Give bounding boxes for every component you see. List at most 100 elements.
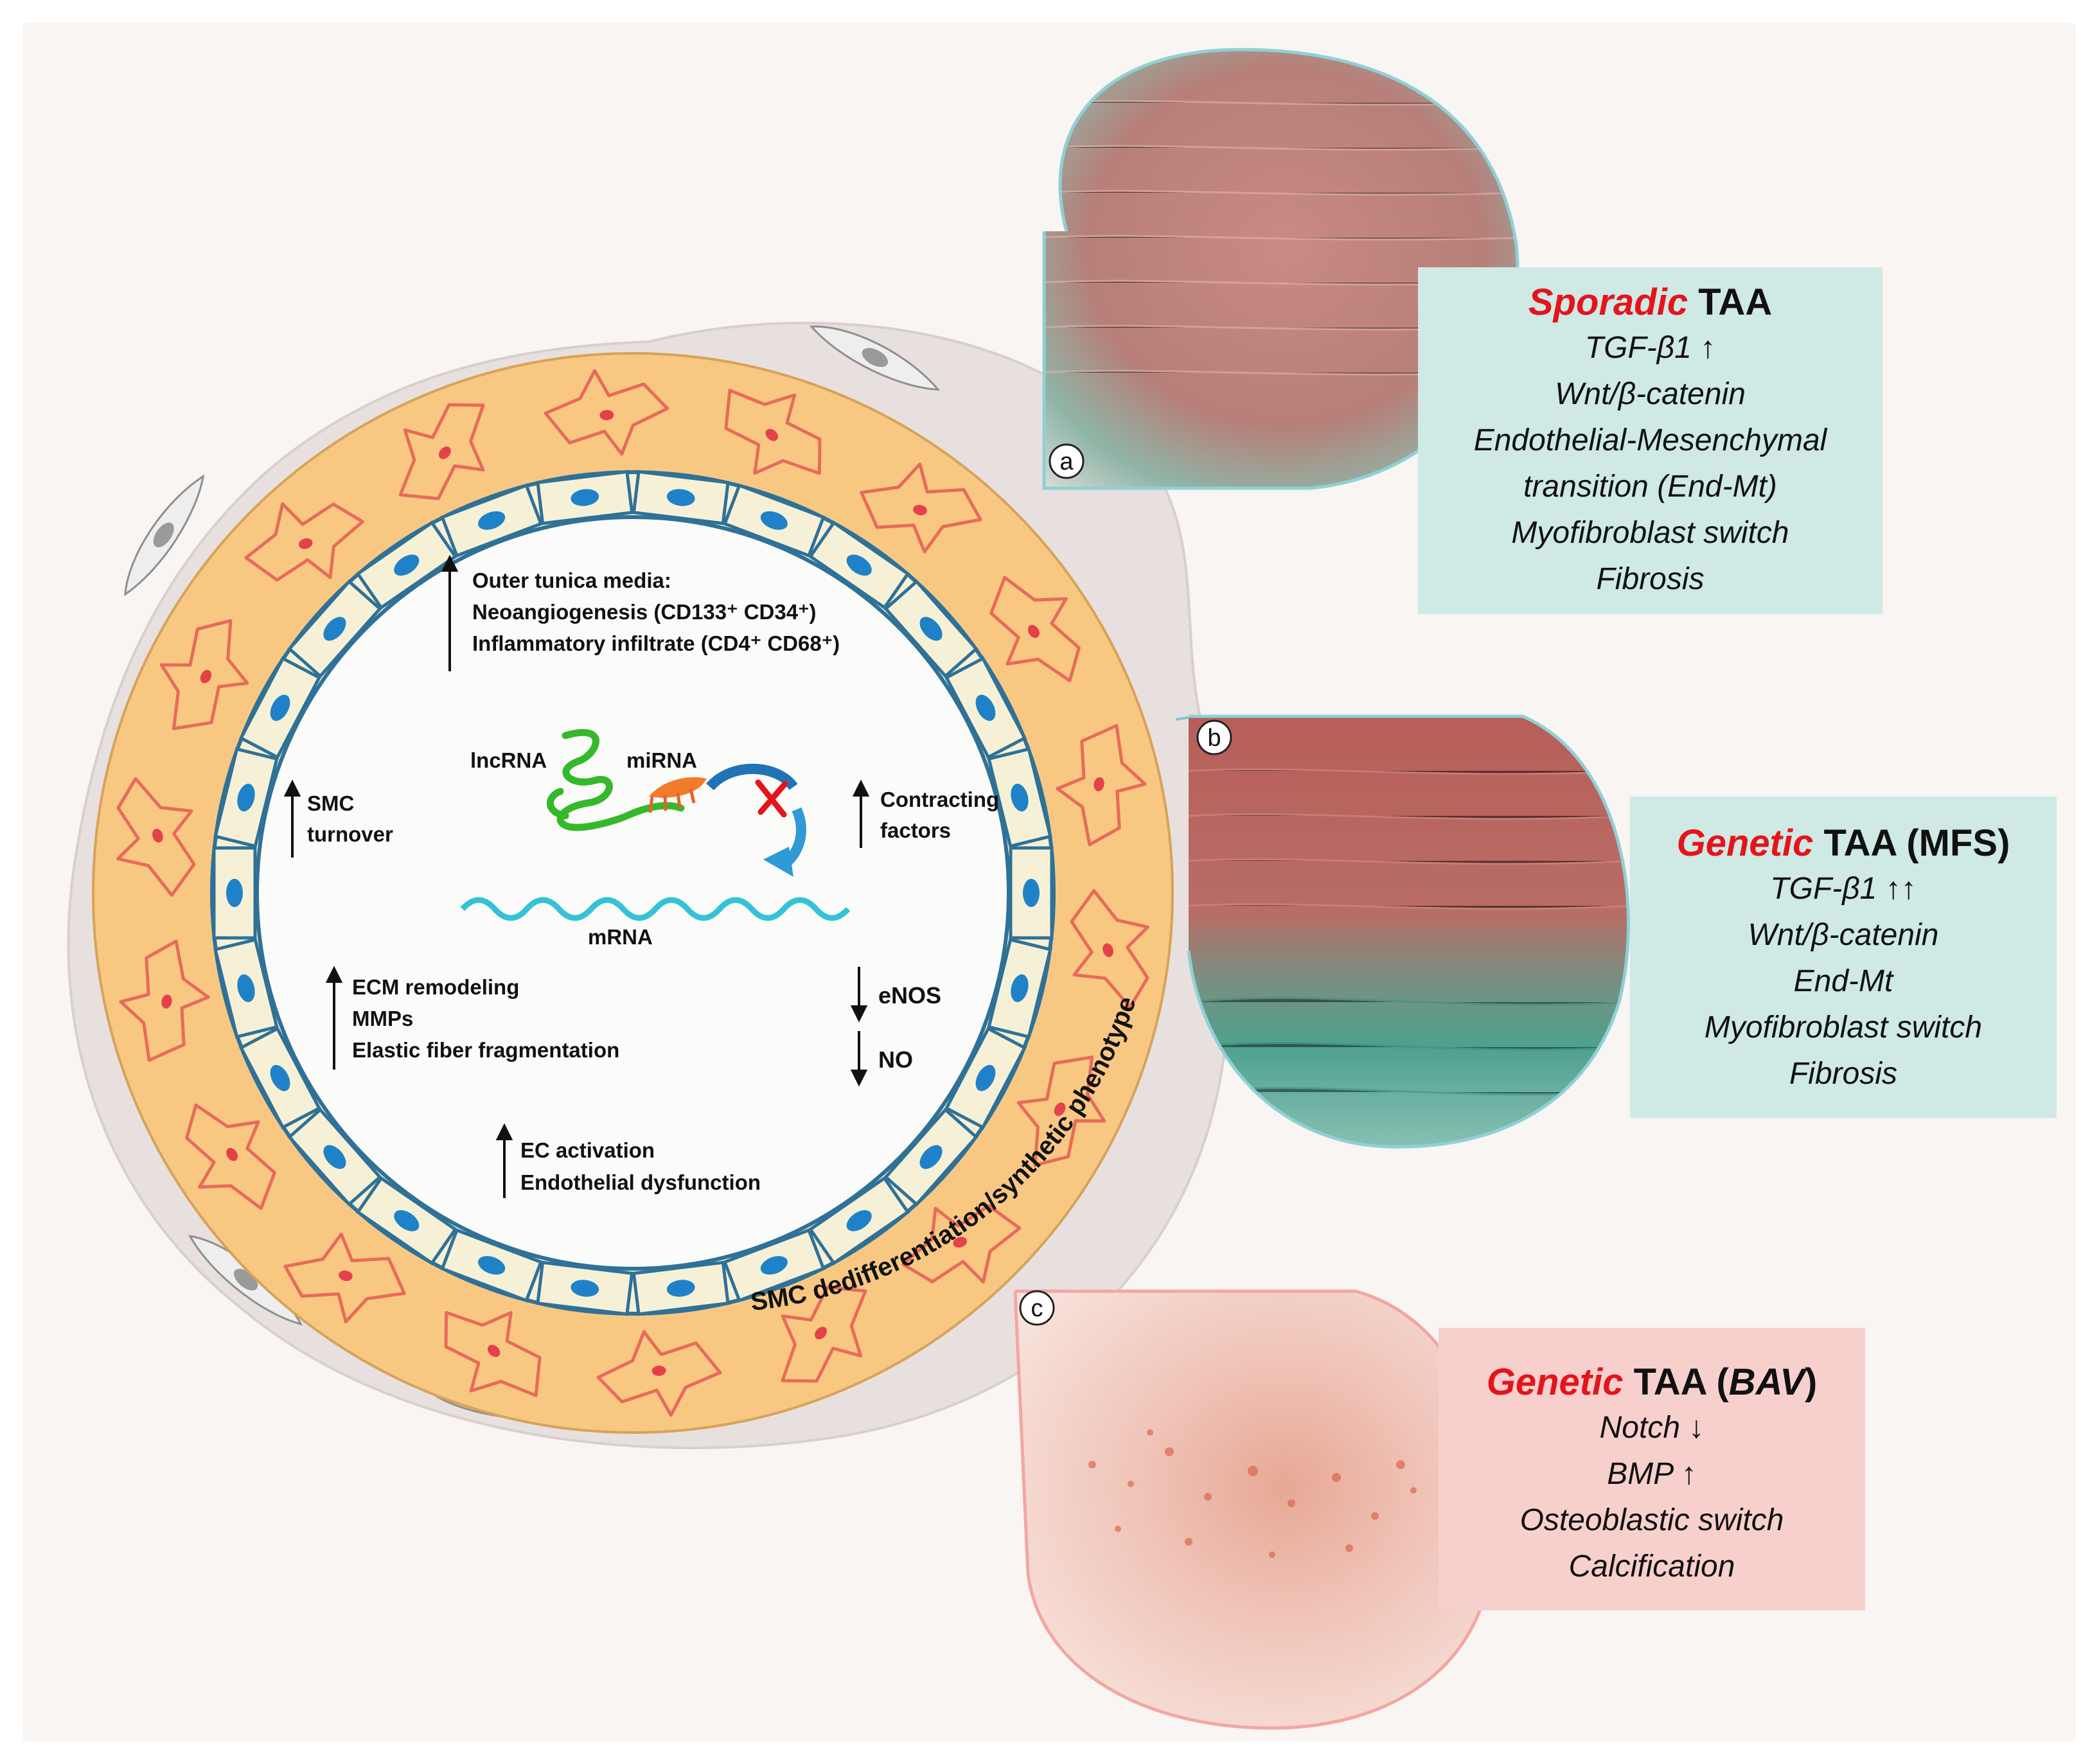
- smooth-muscle-cell: [901, 1204, 1022, 1284]
- smooth-muscle-cell: [860, 462, 982, 554]
- panel-letter-a-badge: [1049, 443, 1085, 479]
- panel-letter-c: c: [1031, 1295, 1043, 1322]
- myofibroblast-line: Myofibroblast switch: [1704, 1010, 1983, 1045]
- rna-illustration: [460, 728, 851, 921]
- up-arrow-icon: [283, 779, 301, 858]
- panel-letter-c-badge: [1019, 1290, 1055, 1326]
- down-arrow-icon: [850, 967, 868, 1023]
- endothelial-cell: [536, 1260, 634, 1316]
- smooth-muscle-cell: [781, 1285, 867, 1383]
- inflammatory-label: Inflammatory infiltrate (CD4⁺ CD68⁺): [472, 631, 840, 655]
- up-arrow-icon: ↑: [1681, 1456, 1697, 1491]
- up-arrow-icon: ↑: [1700, 330, 1716, 365]
- calcification-line: Calcification: [1568, 1549, 1735, 1583]
- factors-label: factors: [880, 818, 951, 842]
- genetic-mfs-title: Genetic TAA (MFS): [1676, 822, 2010, 864]
- inhibition-cross-icon: [755, 779, 788, 818]
- endothelial-cell: [213, 746, 279, 849]
- mirna-label: miRNA: [626, 748, 697, 772]
- endothelial-cell: [212, 846, 257, 940]
- double-up-arrow-icon: ↑↑: [1885, 871, 1917, 906]
- smc-label: SMC: [307, 791, 354, 815]
- smooth-muscle-cell: [1016, 1055, 1106, 1167]
- ec-activation-label: EC activation: [520, 1138, 655, 1162]
- smooth-muscle-cell: [444, 1310, 542, 1397]
- smooth-muscle-cell: [185, 1103, 276, 1210]
- mrna-strand-icon: [460, 897, 851, 921]
- mrna-label: mRNA: [588, 925, 653, 949]
- smooth-muscle-cell: [1070, 888, 1150, 1009]
- tgf-beta1-line: TGF-β1 ↑↑: [1770, 871, 1917, 906]
- endothelial-cell: [808, 1176, 910, 1266]
- myofibroblast-line: Myofibroblast switch: [1511, 515, 1789, 550]
- rna-pairing-icon: [648, 788, 696, 813]
- up-arrow-icon: [495, 1123, 513, 1198]
- endothelial-cell: [213, 937, 279, 1039]
- smooth-muscle-cell: [544, 369, 669, 456]
- up-arrow-icon: [852, 779, 870, 848]
- smooth-muscle-cell: [283, 1232, 406, 1324]
- mmps-label: MMPs: [352, 1007, 413, 1030]
- smooth-muscle-cell: [398, 403, 485, 500]
- down-arrow-icon: [850, 1031, 868, 1087]
- panel-letter-b-badge: [1196, 719, 1232, 755]
- up-arrow-icon: [441, 554, 459, 671]
- smooth-muscle-cell: [724, 389, 822, 475]
- end-mt-line-2: transition (End-Mt): [1523, 469, 1777, 504]
- lncrna-icon: [546, 728, 685, 831]
- elastic-fiber-label: Elastic fiber fragmentation: [352, 1038, 619, 1062]
- bmp-line: BMP ↑: [1607, 1456, 1697, 1491]
- turnover-label: turnover: [307, 822, 393, 846]
- endothelial-cell: [238, 1026, 322, 1130]
- end-mt-line: End-Mt: [1793, 964, 1893, 998]
- endothelial-cells: [212, 470, 1054, 1316]
- histology-panel-b: b: [1187, 714, 1631, 1149]
- endothelial-cell: [987, 746, 1052, 849]
- endothelial-cell: [1009, 846, 1054, 940]
- contracting-label: Contracting: [880, 788, 999, 811]
- endothelial-cell: [440, 483, 544, 558]
- genetic-bav-box: Genetic TAA (BAV) Notch ↓ BMP ↑ Osteobla…: [1439, 1328, 1865, 1610]
- smooth-muscle-cells: [116, 369, 1150, 1417]
- genetic-mfs-box: Genetic TAA (MFS) TGF-β1 ↑↑ Wnt/β-cateni…: [1630, 797, 2057, 1118]
- tgf-beta1-line: TGF-β1 ↑: [1584, 330, 1716, 365]
- osteoblastic-line: Osteoblastic switch: [1519, 1503, 1784, 1537]
- endothelial-cell: [632, 470, 730, 525]
- blocked-arrow-icon: [705, 763, 798, 791]
- outer-media-label: Outer tunica media:: [472, 569, 671, 592]
- enos-label: eNOS: [878, 982, 941, 1009]
- notch-line: Notch ↓: [1599, 1410, 1705, 1445]
- endothelial-cell: [944, 1026, 1027, 1130]
- smooth-muscle-cell: [159, 619, 249, 730]
- mirna-icon: [649, 777, 707, 798]
- smooth-muscle-cell: [596, 1330, 722, 1417]
- curved-arrow-head-icon: [763, 847, 793, 877]
- wnt-line: Wnt/β-catenin: [1748, 917, 1939, 952]
- fibroblast-cell: [124, 474, 205, 597]
- smooth-muscle-cell: [989, 576, 1081, 683]
- fibroblast-cell: [809, 325, 941, 391]
- vessel-lumen: [255, 515, 1011, 1271]
- sporadic-taa-box: Sporadic TAA TGF-β1 ↑ Wnt/β-catenin Endo…: [1418, 267, 1882, 614]
- fibrosis-line: Fibrosis: [1789, 1056, 1898, 1091]
- ecm-remodeling-label: ECM remodeling: [352, 975, 519, 999]
- panel-letter-a: a: [1059, 448, 1074, 475]
- histology-panel-a: a: [1042, 48, 1519, 490]
- endothelial-dysfunction-label: Endothelial dysfunction: [520, 1170, 761, 1194]
- down-arrow-icon: ↓: [1688, 1410, 1705, 1445]
- lncrna-label: lncRNA: [470, 748, 547, 772]
- end-mt-line-1: Endothelial-Mesenchymal: [1473, 423, 1827, 457]
- endothelial-cell: [238, 656, 322, 760]
- up-arrow-icon: [325, 966, 343, 1070]
- endothelial-cell: [944, 656, 1027, 760]
- histology-panel-c: c: [1013, 1289, 1495, 1730]
- endothelial-cell: [883, 1107, 979, 1207]
- smooth-muscle-cell: [1056, 724, 1147, 847]
- smooth-muscle-cell: [116, 777, 196, 897]
- center-arrows: [283, 554, 870, 1198]
- fibrosis-line: Fibrosis: [1596, 561, 1705, 596]
- no-label: NO: [878, 1046, 913, 1073]
- wnt-line: Wnt/β-catenin: [1555, 376, 1746, 411]
- smooth-muscle-cell: [119, 939, 210, 1062]
- genetic-bav-title: Genetic TAA (BAV): [1486, 1361, 1818, 1403]
